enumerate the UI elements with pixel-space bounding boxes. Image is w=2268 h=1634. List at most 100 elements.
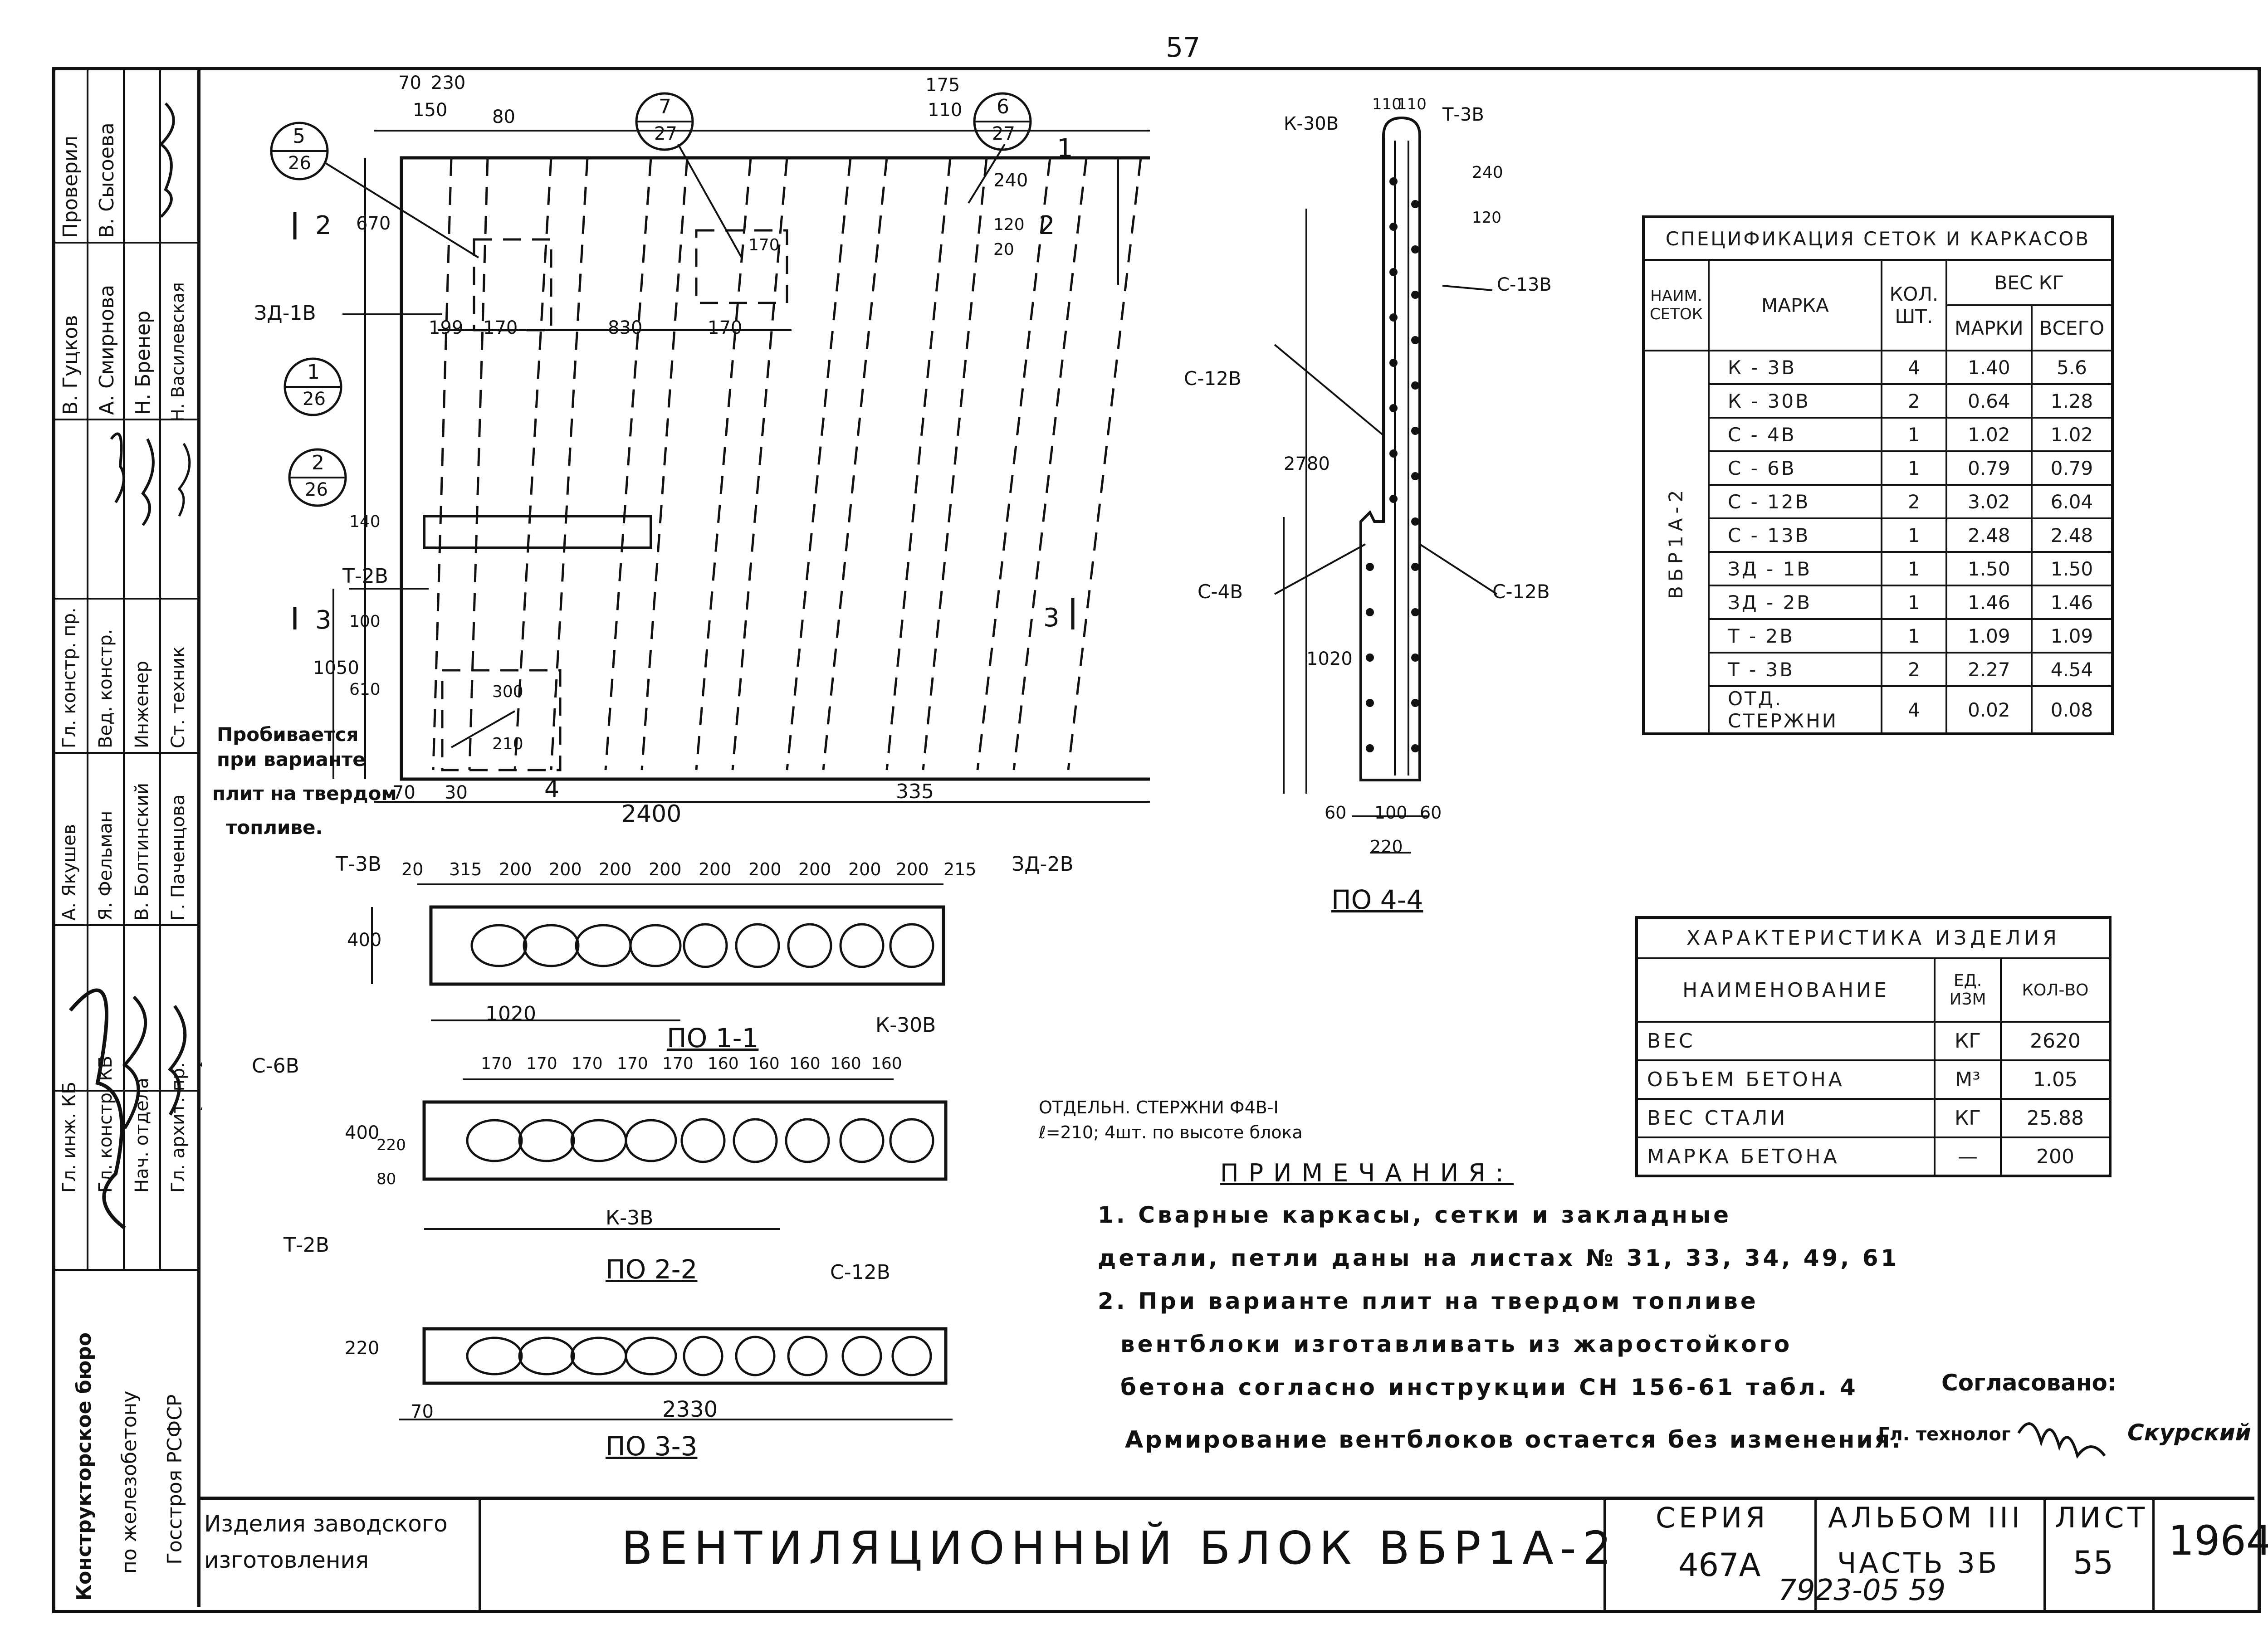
dim-s44-60b: 60 bbox=[1420, 803, 1442, 823]
dim-s22-170-2: 170 bbox=[526, 1054, 557, 1073]
label-t-3v: Т-3В bbox=[336, 853, 381, 876]
section-2-2-drawing bbox=[422, 1078, 948, 1230]
table-cell: 5.6 bbox=[2030, 350, 2114, 385]
table-cell: 2620 bbox=[2000, 1021, 2111, 1061]
table-cell: 1 bbox=[1880, 450, 1947, 486]
dim-mid-199: 199 bbox=[429, 317, 464, 338]
label-t-2v: Т-2В bbox=[342, 565, 388, 588]
table-cell: 1.40 bbox=[1945, 350, 2033, 385]
dim-s22-220: 220 bbox=[376, 1136, 406, 1154]
char-h-qty: КОЛ-ВО bbox=[2000, 957, 2111, 1023]
table-cell: МАРКА БЕТОНА bbox=[1636, 1136, 1936, 1177]
table-cell: 1.09 bbox=[2030, 618, 2114, 654]
table-cell: 1 bbox=[1880, 585, 1947, 620]
dim-s44-110b: 110 bbox=[1397, 95, 1427, 113]
section-mark-3a: 3 bbox=[315, 605, 332, 635]
part-label: ЧАСТЬ 3Б bbox=[1837, 1546, 2000, 1580]
dim-s22-400: 400 bbox=[345, 1122, 380, 1143]
dim-s22-160-3: 160 bbox=[789, 1054, 821, 1073]
callout-5-sheet: 26 bbox=[288, 153, 311, 174]
table-cell: — bbox=[1934, 1136, 2002, 1177]
table-row: МАРКА БЕТОНА—200 bbox=[1636, 1136, 2111, 1177]
table-cell: 1.46 bbox=[1945, 585, 2033, 620]
dim-bottom-30: 30 bbox=[445, 782, 468, 803]
callout-5-num: 5 bbox=[293, 125, 305, 148]
dim-s11-200-6: 200 bbox=[748, 859, 782, 879]
pierce-note-3: плит на твердом bbox=[212, 782, 397, 805]
dim-s11-20: 20 bbox=[401, 859, 424, 879]
dim-s22-80: 80 bbox=[376, 1170, 396, 1188]
table-cell: ОТД. СТЕРЖНИ bbox=[1707, 685, 1882, 735]
dim-s22-170-3: 170 bbox=[572, 1054, 603, 1073]
technologist-signature bbox=[2017, 1422, 2106, 1459]
dim-s44-60a: 60 bbox=[1325, 803, 1347, 823]
left-stamp bbox=[52, 67, 200, 1607]
char-h-unit: ЕД. ИЗМ bbox=[1934, 957, 2002, 1023]
section-mark-2a: 2 bbox=[315, 211, 332, 240]
dim-top-150: 150 bbox=[413, 100, 448, 121]
section-1-1-label: ПО 1-1 bbox=[667, 1023, 759, 1054]
label-c-12v-a: С-12В bbox=[1184, 367, 1242, 390]
table-cell: 1 bbox=[1880, 417, 1947, 452]
note-line-5: бетона согласно инструкции СН 156-61 таб… bbox=[1120, 1374, 1858, 1400]
table-cell: 2 bbox=[1880, 383, 1947, 419]
char-h-name: НАИМЕНОВАНИЕ bbox=[1636, 957, 1936, 1023]
table-cell: 25.88 bbox=[2000, 1098, 2111, 1138]
table-cell: 1.46 bbox=[2030, 585, 2114, 620]
dim-s44-220: 220 bbox=[1370, 837, 1403, 857]
dim-20: 20 bbox=[993, 240, 1014, 259]
spec-table: СПЕЦИФИКАЦИЯ СЕТОК И КАРКАСОВ НАИМ. СЕТО… bbox=[1642, 215, 2114, 735]
table-cell: ВЕС СТАЛИ bbox=[1636, 1098, 1936, 1138]
callout-7-num: 7 bbox=[659, 95, 671, 118]
label-t-3v-s44: Т-3В bbox=[1442, 104, 1484, 125]
pierce-note-1: Пробивается bbox=[217, 723, 359, 746]
dim-bottom-2400: 2400 bbox=[621, 800, 682, 828]
stamp-org-line2: по железобетону bbox=[118, 1390, 141, 1574]
table-cell: 1 bbox=[1880, 618, 1947, 654]
label-c-12v-s33: С-12В bbox=[830, 1261, 890, 1284]
spec-h-name: НАИМ. СЕТОК bbox=[1642, 259, 1710, 351]
label-t-2v-s33: Т-2В bbox=[284, 1234, 329, 1257]
table-cell: С - 6В bbox=[1707, 450, 1882, 486]
dim-s33-70: 70 bbox=[411, 1401, 434, 1422]
table-cell: 2.27 bbox=[1945, 652, 2033, 687]
spec-table-title: СПЕЦИФИКАЦИЯ СЕТОК И КАРКАСОВ bbox=[1642, 216, 2113, 261]
notes-title: ПРИМЕЧАНИЯ: bbox=[1220, 1159, 1514, 1187]
table-cell: 1.05 bbox=[2000, 1059, 2111, 1100]
dim-120: 120 bbox=[993, 215, 1025, 234]
char-table: ХАРАКТЕРИСТИКА ИЗДЕЛИЯ НАИМЕНОВАНИЕ ЕД. … bbox=[1635, 916, 2112, 1177]
note-line-2: детали, петли даны на листах № 31, 33, 3… bbox=[1098, 1245, 1900, 1271]
table-cell: С - 12В bbox=[1707, 484, 1882, 519]
technologist-label: Гл. технолог bbox=[1878, 1424, 2011, 1445]
table-cell: 4.54 bbox=[2030, 652, 2114, 687]
table-cell: ОБЪЕМ БЕТОНА bbox=[1636, 1059, 1936, 1100]
section-mark-1: 1 bbox=[1057, 134, 1073, 163]
table-cell: ВЕС bbox=[1636, 1021, 1936, 1061]
dim-s22-170-1: 170 bbox=[481, 1054, 512, 1073]
dim-s11-1020: 1020 bbox=[485, 1002, 536, 1025]
technologist-name: Скурский bbox=[2127, 1419, 2251, 1446]
callout-1-num: 1 bbox=[307, 361, 320, 384]
dim-1050: 1050 bbox=[313, 658, 359, 678]
table-cell: 1.09 bbox=[1945, 618, 2033, 654]
table-cell: 2.48 bbox=[2030, 517, 2114, 553]
dim-top-80: 80 bbox=[492, 107, 515, 127]
label-c-4v: С-4В bbox=[1198, 580, 1243, 603]
dim-s11-200-4: 200 bbox=[649, 859, 682, 879]
table-cell: 0.79 bbox=[2030, 450, 2114, 486]
table-cell: 2 bbox=[1880, 484, 1947, 519]
spec-group: ВБР1А-2 bbox=[1643, 351, 1709, 734]
dim-s33-2330: 2330 bbox=[662, 1397, 718, 1422]
table-cell: 4 bbox=[1880, 685, 1947, 735]
table-cell: 6.04 bbox=[2030, 484, 2114, 519]
dim-bottom-70: 70 bbox=[392, 782, 415, 803]
section-2-2-label: ПО 2-2 bbox=[606, 1254, 698, 1285]
table-cell: 1.02 bbox=[1945, 417, 2033, 452]
spec-h-qty: КОЛ. ШТ. bbox=[1880, 259, 1947, 351]
section-mark-3b: 3 bbox=[1043, 603, 1060, 633]
bar-note-1: ОТДЕЛЬН. СТЕРЖНИ Ф4В-I bbox=[1039, 1097, 1279, 1117]
